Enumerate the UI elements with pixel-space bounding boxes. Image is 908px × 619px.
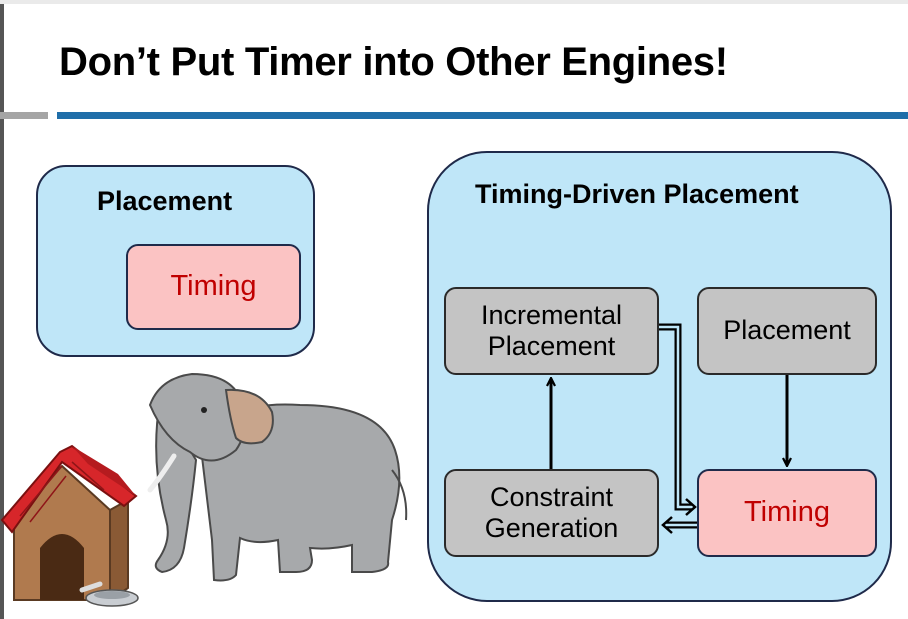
arrow-incremental-to-timing [659,323,693,511]
doghouse-illustration [0,444,139,607]
elephant-illustration [147,372,408,582]
incremental-placement-box: Incremental Placement [444,287,659,375]
slide-top-strip [0,0,908,4]
constraint-generation-box: Constraint Generation [444,469,659,557]
constraint-generation-line-1: Constraint [489,481,614,512]
slide-title: Don’t Put Timer into Other Engines! [59,40,728,84]
incremental-placement-line-1: Incremental [480,299,623,330]
timing-label: Timing [744,496,830,529]
title-rule-gray [0,112,48,119]
timing-driven-placement-label: Timing-Driven Placement [475,179,799,209]
slide-left-edge [0,0,4,619]
left-placement-label: Placement [97,186,233,216]
left-timing-label: Timing [170,270,257,303]
placement-box: Placement [697,287,877,375]
placement-label: Placement [723,315,851,346]
title-rule-blue [57,112,908,119]
incremental-placement-line-2: Placement [487,331,616,361]
constraint-generation-line-2: Generation [484,513,619,543]
left-timing-box: Timing [126,244,301,330]
timing-box: Timing [697,469,877,557]
